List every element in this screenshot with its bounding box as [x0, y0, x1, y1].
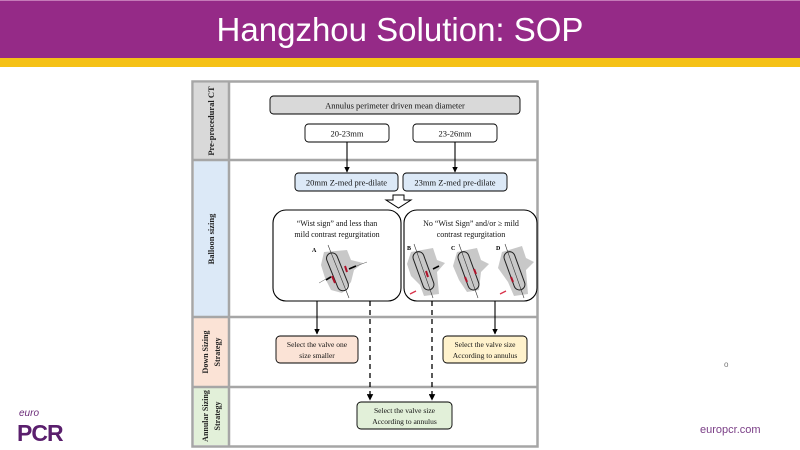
wist-sign-line1: “Wist sign” and less than: [297, 219, 378, 228]
according-annular-line2: According to annulus: [372, 417, 437, 426]
logo-pcr-text: PCR: [17, 420, 64, 446]
logo-euro-text: euro: [19, 408, 40, 419]
panel-label-a: A: [312, 248, 317, 254]
slide-title: Hangzhou Solution: SOP: [216, 11, 584, 48]
downsize-line1: Select the valve one: [287, 340, 348, 349]
panel-label-c: C: [451, 246, 455, 252]
balloon-image-c: C: [451, 243, 489, 299]
sop-flowchart: Pre-procedural CT Balloon sizing Down Si…: [191, 80, 539, 448]
lane-header-balloon: [194, 161, 228, 316]
no-wist-sign-line1: No “Wist Sign” and/or ≥ mild: [423, 219, 519, 228]
lane-header-ct: [194, 83, 228, 159]
no-wist-sign-line2: contrast regurgitation: [437, 230, 506, 239]
according-down-line2: According to annulus: [453, 351, 518, 360]
lane-label-annular-1: Annular Sizing: [201, 390, 210, 442]
according-annular-box: [356, 401, 453, 430]
lane-label-annular-2: Strategy: [213, 402, 222, 431]
website-link[interactable]: europcr.com: [700, 424, 761, 436]
lane-header-downsizing: [194, 318, 228, 386]
range-large-label: 23-26mm: [438, 129, 471, 139]
annulus-label: Annulus perimeter driven mean diameter: [325, 101, 465, 111]
downsize-box: [275, 335, 359, 364]
balloon-image-b: B: [407, 243, 445, 299]
predilate-large-box: [402, 172, 508, 192]
according-down-box: [442, 335, 528, 364]
predilate-small-label: 20mm Z-med pre-dilate: [306, 178, 387, 188]
merge-arrow-icon: [384, 194, 413, 209]
wist-sign-line2: mild contrast regurgitation: [294, 230, 379, 239]
balloon-image-d: D: [496, 243, 534, 299]
predilate-large-label: 23mm Z-med pre-dilate: [414, 178, 495, 188]
lane-label-downsizing-1: Down Sizing: [201, 331, 210, 374]
according-down-line1: Select the valve size: [454, 340, 516, 349]
marker-glyph: o: [724, 360, 729, 369]
predilate-small-box: [294, 172, 399, 192]
lane-header-annular: [194, 388, 228, 445]
panel-label-b: B: [407, 246, 411, 252]
panel-label-d: D: [496, 246, 501, 252]
accent-bar: [0, 58, 800, 67]
lane-label-downsizing-2: Strategy: [213, 338, 222, 367]
annulus-box: [269, 95, 521, 115]
lane-label-balloon: Balloon sizing: [206, 213, 216, 265]
downsize-line2: size smaller: [299, 351, 335, 360]
slide-header: Hangzhou Solution: SOP: [0, 0, 800, 58]
according-annular-line1: Select the valve size: [374, 406, 436, 415]
balloon-image-a: A: [312, 244, 368, 299]
lane-label-ct: Pre-procedural CT: [206, 86, 216, 156]
range-small-label: 20-23mm: [330, 129, 363, 139]
